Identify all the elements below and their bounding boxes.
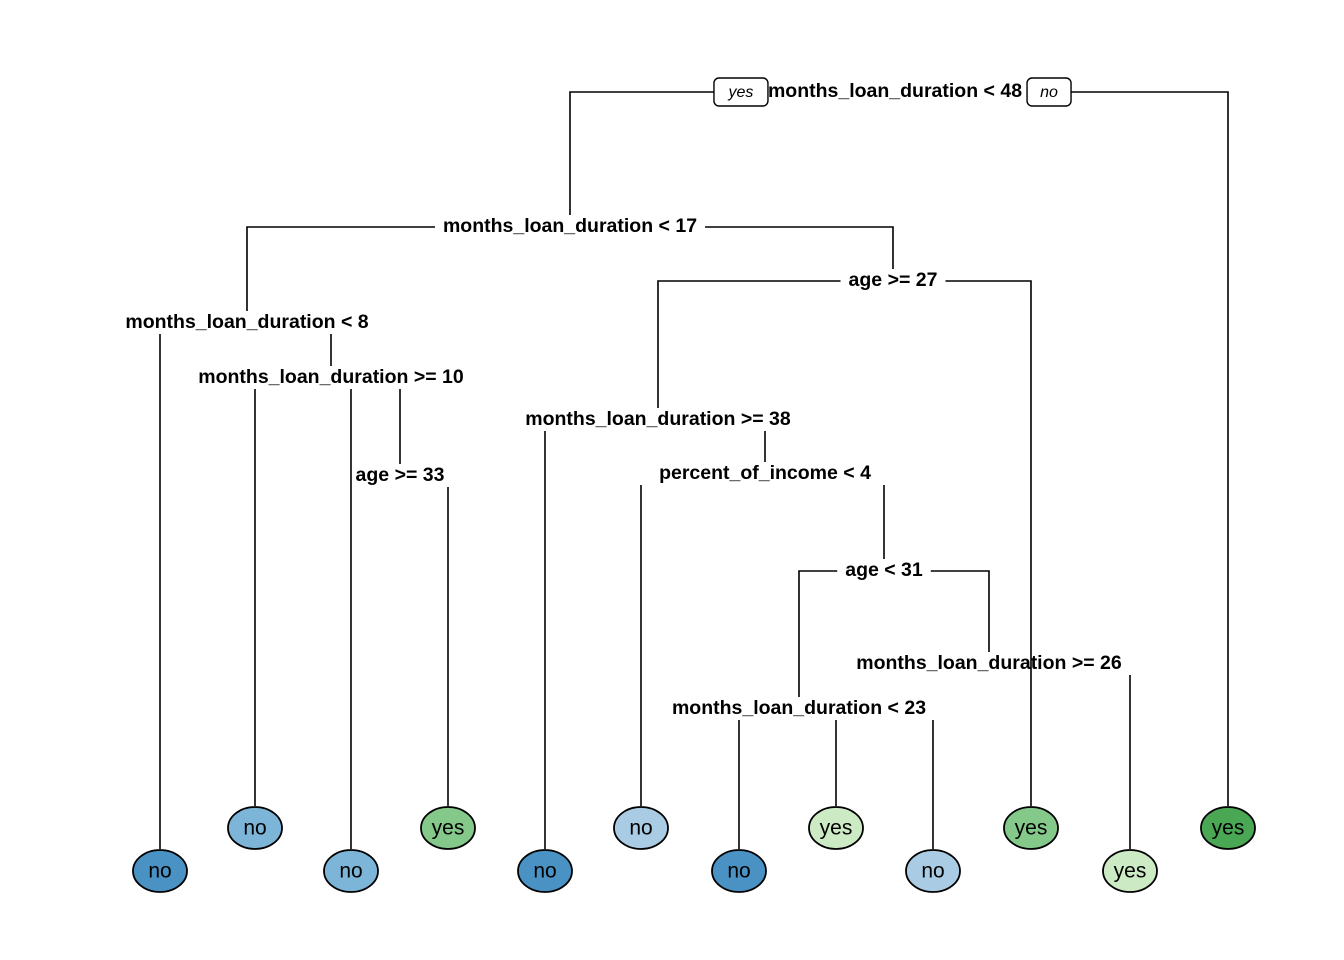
branch-label-box (1026, 77, 1072, 107)
leaf-label: no (727, 860, 750, 883)
leaf-ellipse (323, 849, 379, 893)
edge-n1-n5 (705, 226, 894, 269)
leaf-ellipse (711, 849, 767, 893)
leaf-node-no: no (613, 806, 669, 850)
edge-n0-l12 (1030, 91, 1229, 806)
edge-n5-l10 (945, 280, 1032, 806)
leaf-node-no: no (227, 806, 283, 850)
leaf-node-yes: yes (1003, 806, 1059, 850)
leaf-node-yes: yes (420, 806, 476, 850)
leaf-node-yes: yes (1102, 849, 1158, 893)
edges-layer (159, 91, 1229, 849)
leaf-ellipse (227, 806, 283, 850)
leaf-label: no (629, 817, 652, 840)
leaf-label: no (533, 860, 556, 883)
split-node-label: age >= 33 (356, 464, 445, 486)
branch-label-text: yes (728, 84, 754, 101)
leaf-node-yes: yes (808, 806, 864, 850)
leaf-label: yes (432, 817, 465, 840)
leaf-node-yes: yes (1200, 806, 1256, 850)
split-node-label: age < 31 (845, 559, 923, 581)
leaf-ellipse (1102, 849, 1158, 893)
leaf-ellipse (517, 849, 573, 893)
leaf-ellipse (1200, 806, 1256, 850)
leaf-label: yes (1114, 860, 1147, 883)
split-node-label: months_loan_duration >= 26 (856, 652, 1122, 674)
leaf-ellipse (132, 849, 188, 893)
leaf-label: no (148, 860, 171, 883)
split-node-label: months_loan_duration < 23 (672, 697, 926, 719)
branch-label-no: no (1026, 77, 1072, 107)
leaf-label: no (243, 817, 266, 840)
edge-n5-n6 (657, 280, 841, 408)
edge-n0-n1 (569, 91, 760, 215)
split-node-label: months_loan_duration >= 38 (525, 408, 791, 430)
leaf-ellipse (808, 806, 864, 850)
leaf-node-no: no (517, 849, 573, 893)
split-node-label: months_loan_duration < 8 (125, 311, 368, 333)
edge-n1-n2 (246, 226, 435, 311)
leaf-label: no (921, 860, 944, 883)
leaf-ellipse (1003, 806, 1059, 850)
leaf-nodes-layer: no no no yes no no no yes no yes yes yes (132, 806, 1256, 893)
split-node-label: months_loan_duration >= 10 (198, 366, 464, 388)
split-node-label: months_loan_duration < 48 (768, 80, 1022, 102)
edge-n8-n9 (930, 570, 990, 652)
split-node-label: months_loan_duration < 17 (443, 215, 697, 237)
leaf-label: yes (820, 817, 853, 840)
branch-label-box (713, 77, 769, 107)
leaf-ellipse (420, 806, 476, 850)
leaf-node-no: no (711, 849, 767, 893)
split-node-label: age >= 27 (849, 269, 938, 291)
edge-n8-n10 (798, 570, 838, 697)
leaf-node-no: no (323, 849, 379, 893)
leaf-ellipse (905, 849, 961, 893)
leaf-label: yes (1015, 817, 1048, 840)
branch-label-layer: yes no (713, 77, 1072, 107)
leaf-ellipse (613, 806, 669, 850)
leaf-node-no: no (132, 849, 188, 893)
split-node-label: percent_of_income < 4 (659, 462, 871, 484)
split-nodes-layer: months_loan_duration < 48 months_loan_dur… (125, 80, 1122, 719)
branch-label-text: no (1040, 84, 1058, 101)
branch-label-yes: yes (713, 77, 769, 107)
leaf-label: no (339, 860, 362, 883)
leaf-label: yes (1212, 817, 1245, 840)
leaf-node-no: no (905, 849, 961, 893)
